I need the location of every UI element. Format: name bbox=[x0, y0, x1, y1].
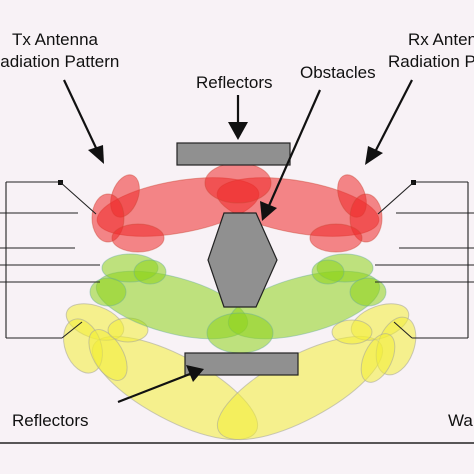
reflectors-bottom-label: Reflectors bbox=[12, 411, 89, 430]
rx-label-line1: Rx Antenna bbox=[408, 30, 474, 49]
green-bounce-lobe bbox=[206, 312, 274, 354]
yellow-lobe-rx-4 bbox=[331, 319, 373, 345]
red-bounce-lobe bbox=[204, 162, 272, 204]
tx-antenna-wires bbox=[0, 180, 100, 339]
tx-label-line2: Radiation Pattern bbox=[0, 52, 119, 71]
red-lobe-rx-2 bbox=[349, 193, 383, 243]
rx-antenna-wires bbox=[375, 180, 474, 339]
green-lobe-rx-2 bbox=[349, 277, 387, 307]
pointer-arrows bbox=[63, 79, 413, 404]
red-lobe-rx-3 bbox=[309, 223, 363, 253]
top-reflector bbox=[176, 142, 291, 166]
feed-lines bbox=[59, 181, 415, 339]
red-lobe-tx-2 bbox=[91, 193, 125, 243]
red-lobe-tx-3 bbox=[111, 223, 165, 253]
reflectors-top-label: Reflectors bbox=[196, 73, 273, 92]
yellow-beams bbox=[63, 303, 417, 441]
yellow-lobe-rx-3 bbox=[360, 333, 396, 383]
yellow-lobe-tx-3 bbox=[88, 329, 128, 381]
bottom-reflector bbox=[184, 352, 299, 376]
green-lobe-tx-3 bbox=[133, 259, 167, 285]
green-beams bbox=[89, 253, 387, 354]
green-lobe-rx-3 bbox=[311, 259, 345, 285]
obstacles-label: Obstacles bbox=[300, 63, 376, 82]
tx-label-line1: Tx Antenna bbox=[12, 30, 99, 49]
obstacle bbox=[207, 212, 278, 308]
green-lobe-tx-2 bbox=[89, 277, 127, 307]
rx-label-line2: Radiation Pattern bbox=[388, 52, 474, 71]
red-beams bbox=[91, 162, 383, 253]
wall-label: Wall bbox=[448, 411, 474, 430]
